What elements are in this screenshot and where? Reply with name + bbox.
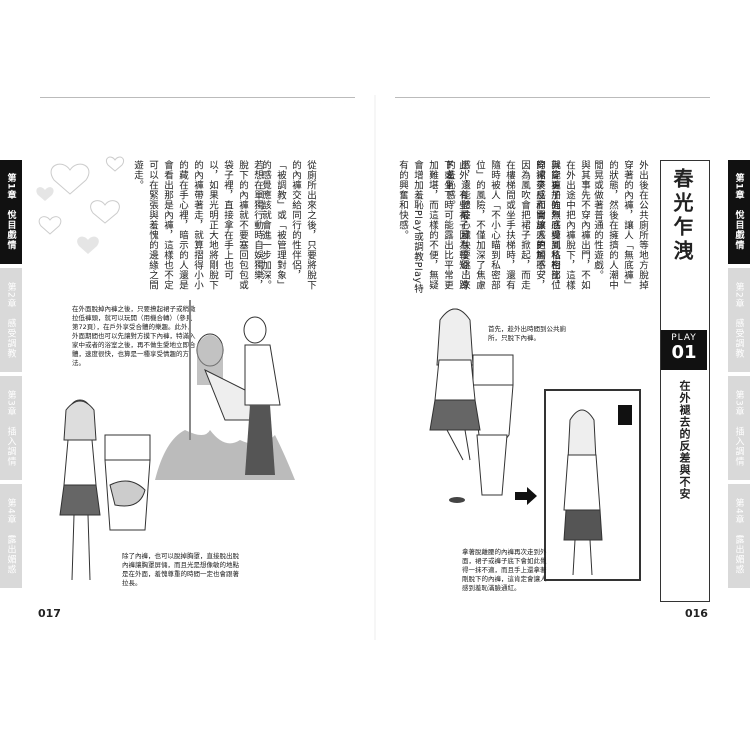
chapter-tabs-left: 第1章 悅目戲情 第2章 感受調教 第3章 插入調情 第4章 露出媚惑 <box>0 160 22 592</box>
couple-illustration <box>155 300 295 480</box>
restroom-sign-icon <box>618 405 632 425</box>
page-number: 017 <box>38 607 61 620</box>
chapter-tab-3: 第3章 插入調情 <box>0 376 22 480</box>
section-subtitle: 在外褪去的反差與不安 <box>678 380 691 500</box>
illustration-caption: 首先，趁外出時間到公共廁所，只脫下內褲。 <box>488 325 566 342</box>
body-text-column: 與穿褲子的無底褲風格相比，穿裙子反而會讓人更加不安，因為風吹會把裙子掀起，而走在… <box>444 160 560 290</box>
arrow-icon <box>515 487 537 505</box>
illustration-caption: 拿著脫離腰的內褲再次走到外面，裙子或褲子底下會如此覺得一抹不適，而且手上還拿著剛… <box>462 548 547 592</box>
chapter-tab-4: 第4章 露出媚惑 <box>0 484 22 588</box>
decorative-border-right <box>395 97 710 110</box>
hearts-decoration <box>36 156 125 254</box>
chapter-tab-3: 第3章 插入調情 <box>728 376 750 480</box>
woman-restroom-illustration <box>429 308 514 503</box>
page-number: 016 <box>685 607 708 620</box>
body-text-column: 與其事先不穿內褲出門，不如在外出途中把內褲脫下，這樣就能更加強烈感受到私密部位的… <box>534 160 590 290</box>
woman-toilet-illustration <box>59 399 151 581</box>
body-text-column: 從廁所出來之後，只要將脫下的內褲交給同行的性伴侶，「被調教」或「被管理對象」的感… <box>260 160 316 290</box>
decorative-border-left <box>40 97 355 110</box>
illustration-caption: 除了內褲，也可以脫掉胸罩，直接脫出脫內褲讓胸罩屏倆，而且光是想像敏的地點是在外面… <box>122 552 239 587</box>
play-label: PLAY <box>671 333 697 343</box>
section-title: 春光乍洩 <box>670 168 694 264</box>
illustration-caption: 在外面脫掉內褲之後，只要撩起裙子或稍微拉低褲頭，就可以玩開（用機合轉）（參見第7… <box>72 305 196 367</box>
section-header-box <box>660 160 710 602</box>
play-number: 01 <box>671 342 697 363</box>
chapter-tabs-right: 第1章 悅目戲情 第2章 感受調教 第3章 插入調情 第4章 露出媚惑 <box>728 160 750 592</box>
chapter-tab-2: 第2章 感受調教 <box>728 268 750 372</box>
play-badge: PLAY 01 <box>661 330 707 370</box>
chapter-tab-2: 第2章 感受調教 <box>0 268 22 372</box>
chapter-tab-4: 第4章 露出媚惑 <box>728 484 750 588</box>
chapter-tab-1: 第1章 悅目戲情 <box>728 160 750 264</box>
restroom-exit-illustration <box>544 389 641 581</box>
page-gutter <box>374 95 376 640</box>
body-text-column: 若想在單獨行動時自娛獨樂，脫下的內褲就不要塞回包包或袋子裡，直接拿在手上也可以，… <box>132 160 263 290</box>
body-text-column: 外出後在公共廁所等地方脫掉穿著的內褲，讓人「無底褲」的狀態，然後在擁擠的人潮中閒… <box>592 160 648 290</box>
body-text-column: 此外，有些裙子因為較短，蹲下或坐下時可能露出比平常更加難堪，而這樣的不便，無疑會… <box>397 160 468 294</box>
chapter-tab-1: 第1章 悅目戲情 <box>0 160 22 264</box>
